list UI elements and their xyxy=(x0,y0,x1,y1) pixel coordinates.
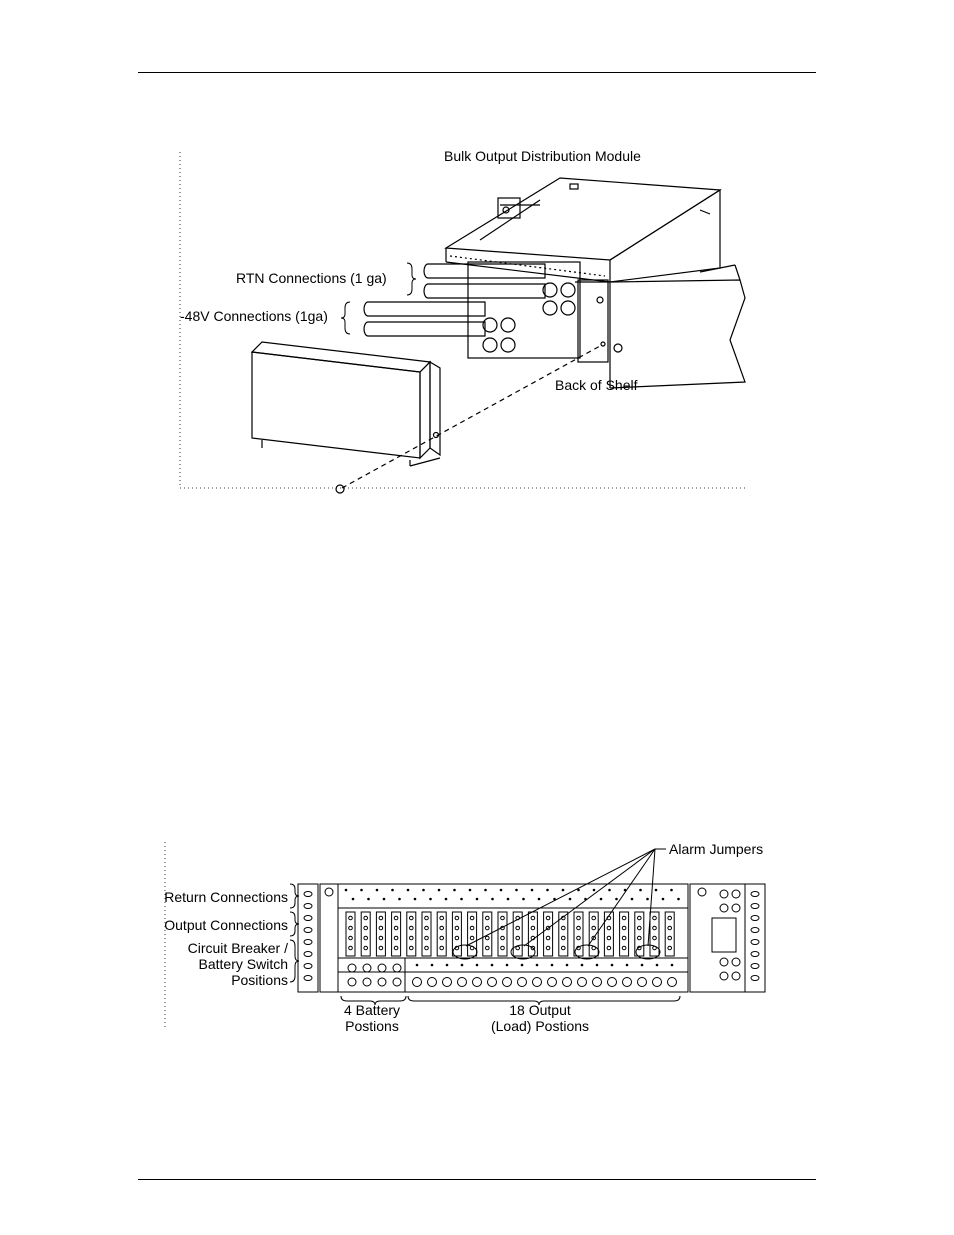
output-positions-label-1: 18 Output xyxy=(470,1002,610,1018)
circuit-breaker-label-2: Battery Switch xyxy=(199,956,288,972)
alarm-jumpers-label: Alarm Jumpers xyxy=(669,841,763,857)
output-connections-label: Output Connections xyxy=(164,917,288,933)
battery-positions-label-2: Postions xyxy=(322,1018,422,1034)
circuit-breaker-label-1: Circuit Breaker / xyxy=(188,940,288,956)
breaker-positions xyxy=(348,964,677,987)
return-connection-holes xyxy=(345,889,680,901)
return-connections-label: Return Connections xyxy=(164,889,288,905)
alarm-jumpers xyxy=(453,849,666,959)
battery-positions-label-1: 4 Battery xyxy=(322,1002,422,1018)
output-positions-label-2: (Load) Postions xyxy=(470,1018,610,1034)
circuit-breaker-label-3: Positions xyxy=(231,972,288,988)
left-mounting-ear xyxy=(298,884,338,992)
output-connection-columns xyxy=(346,912,674,956)
right-mounting-ear xyxy=(690,884,765,992)
